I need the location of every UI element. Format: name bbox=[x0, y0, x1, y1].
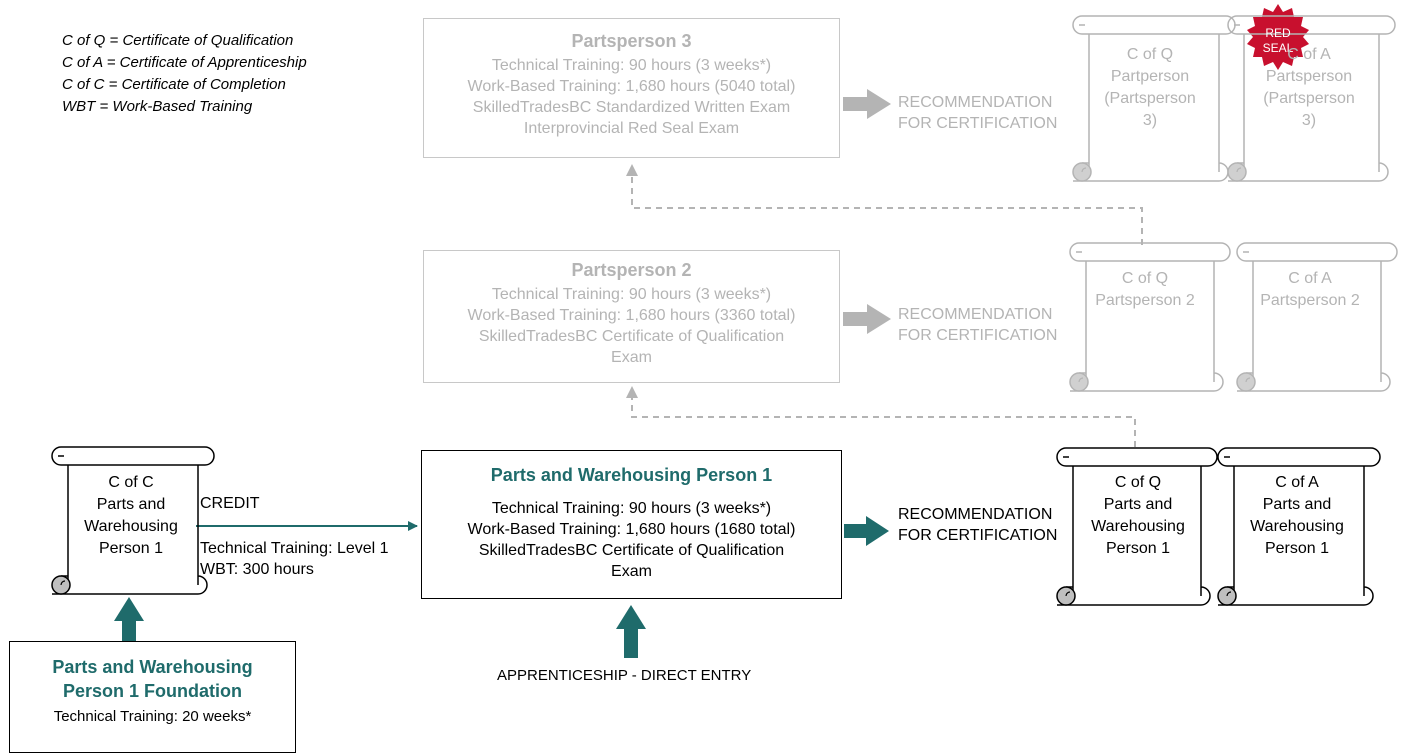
legend-item: WBT = Work-Based Training bbox=[62, 98, 253, 115]
scroll-line: Warehousing bbox=[1250, 518, 1344, 535]
level3-recommendation: RECOMMENDATION FOR CERTIFICATION bbox=[898, 92, 1057, 134]
legend-item: C of A = Certificate of Apprenticeship bbox=[62, 54, 307, 71]
legend: C of Q = Certificate of Qualification C … bbox=[62, 30, 307, 118]
red-seal-label: RED SEAL bbox=[1258, 26, 1298, 56]
level2-cofq-text: C of Q Partsperson 2 bbox=[1080, 268, 1210, 312]
level3-title: Partsperson 3 bbox=[571, 31, 692, 51]
level3-cofa-scroll bbox=[1227, 15, 1396, 182]
up-arrow-foundation bbox=[114, 597, 144, 641]
scroll-line: Person 1 bbox=[1264, 540, 1330, 557]
level3-box: Partsperson 3 Technical Training: 90 hou… bbox=[423, 18, 840, 158]
scroll-line: C of A bbox=[1288, 270, 1332, 287]
level1-box: Parts and Warehousing Person 1 Technical… bbox=[421, 450, 842, 599]
cofc-text: C of C Parts and Warehousing Person 1 bbox=[68, 472, 194, 560]
level1-cofq-scroll-curl-inner bbox=[1065, 591, 1071, 597]
level3-cofq-text: C of Q Partperson (Partsperson 3) bbox=[1086, 44, 1214, 132]
level3-cofq-scroll-curl-inner bbox=[1081, 167, 1087, 173]
dashed-connector-level1-to-level2 bbox=[626, 386, 1136, 447]
level2-cofq-scroll bbox=[1069, 242, 1231, 392]
cofc-scroll-curl-inner bbox=[60, 580, 66, 586]
level2-box: Partsperson 2 Technical Training: 90 hou… bbox=[423, 250, 840, 383]
recommendation-line: FOR CERTIFICATION bbox=[898, 327, 1058, 344]
level3-line: Work-Based Training: 1,680 hours (5040 t… bbox=[467, 78, 796, 95]
recommendation-line: RECOMMENDATION bbox=[898, 94, 1053, 111]
credit-details: Technical Training: Level 1 WBT: 300 hou… bbox=[200, 538, 389, 580]
level2-line: Exam bbox=[611, 349, 652, 366]
level2-line: Technical Training: 90 hours (3 weeks*) bbox=[491, 286, 772, 303]
scroll-line: C of Q bbox=[1121, 270, 1169, 287]
scroll-line: Partsperson 2 bbox=[1260, 292, 1360, 309]
scroll-line: Parts and bbox=[1262, 496, 1332, 513]
up-arrow-direct-entry bbox=[616, 605, 646, 658]
foundation-title-line: Parts and Warehousing bbox=[52, 657, 253, 677]
level2-recommendation: RECOMMENDATION FOR CERTIFICATION bbox=[898, 304, 1057, 346]
direct-entry-label: APPRENTICESHIP - DIRECT ENTRY bbox=[497, 667, 752, 684]
red-seal-line: SEAL bbox=[1262, 41, 1294, 55]
foundation-title: Parts and Warehousing Person 1 Foundatio… bbox=[10, 655, 295, 703]
red-seal-line: RED bbox=[1265, 26, 1291, 40]
legend-item: C of Q = Certificate of Qualification bbox=[62, 32, 294, 49]
level3-cofa-text: C of A Partsperson (Partsperson 3) bbox=[1245, 44, 1373, 132]
scroll-line: Warehousing bbox=[84, 518, 178, 535]
foundation-line: Technical Training: 20 weeks* bbox=[53, 708, 252, 725]
level1-cofa-text: C of A Parts and Warehousing Person 1 bbox=[1232, 472, 1362, 560]
scroll-line: Parts and bbox=[96, 496, 166, 513]
scroll-line: (Partsperson bbox=[1104, 90, 1196, 107]
scroll-line: 3) bbox=[1142, 112, 1158, 129]
level1-cofa-scroll-curl-inner bbox=[1226, 591, 1232, 597]
scroll-line: C of C bbox=[108, 474, 154, 491]
thick-arrow-level2 bbox=[843, 304, 891, 334]
thick-arrow-level1 bbox=[844, 516, 889, 546]
foundation-title-line: Person 1 Foundation bbox=[62, 681, 242, 701]
recommendation-line: RECOMMENDATION bbox=[898, 306, 1053, 323]
level2-cofa-text: C of A Partsperson 2 bbox=[1245, 268, 1375, 312]
level2-cofq-scroll-curl-inner bbox=[1078, 377, 1084, 383]
level3-cofq-scroll bbox=[1072, 15, 1236, 182]
level2-line: SkilledTradesBC Certificate of Qualifica… bbox=[478, 328, 785, 345]
credit-line: WBT: 300 hours bbox=[200, 561, 314, 578]
recommendation-line: RECOMMENDATION bbox=[898, 506, 1053, 523]
scroll-line: Partsperson bbox=[1265, 68, 1353, 85]
scroll-line: (Partsperson bbox=[1263, 90, 1355, 107]
foundation-box: Parts and Warehousing Person 1 Foundatio… bbox=[9, 641, 296, 753]
recommendation-line: FOR CERTIFICATION bbox=[898, 527, 1058, 544]
level1-cofq-text: C of Q Parts and Warehousing Person 1 bbox=[1073, 472, 1203, 560]
level3-cofa-scroll-curl-inner bbox=[1236, 167, 1242, 173]
level3-line: SkilledTradesBC Standardized Written Exa… bbox=[472, 99, 791, 116]
level2-line: Work-Based Training: 1,680 hours (3360 t… bbox=[467, 307, 796, 324]
level2-cofa-scroll bbox=[1236, 242, 1398, 392]
level2-cofa-scroll-curl-inner bbox=[1245, 377, 1251, 383]
scroll-line: Person 1 bbox=[98, 540, 164, 557]
level1-line: Work-Based Training: 1,680 hours (1680 t… bbox=[467, 521, 796, 538]
level3-line: Technical Training: 90 hours (3 weeks*) bbox=[491, 57, 772, 74]
level1-line: SkilledTradesBC Certificate of Qualifica… bbox=[478, 542, 785, 559]
recommendation-line: FOR CERTIFICATION bbox=[898, 115, 1058, 132]
level2-title: Partsperson 2 bbox=[571, 260, 692, 280]
scroll-line: C of A bbox=[1287, 46, 1331, 63]
level3-line: Interprovincial Red Seal Exam bbox=[523, 120, 740, 137]
level1-title: Parts and Warehousing Person 1 bbox=[490, 465, 773, 485]
credit-label: CREDIT bbox=[200, 495, 260, 512]
dashed-connector-level2-to-level3 bbox=[626, 164, 1143, 245]
scroll-line: Parts and bbox=[1103, 496, 1173, 513]
scroll-line: 3) bbox=[1301, 112, 1317, 129]
cofc-scroll bbox=[51, 446, 215, 595]
scroll-line: C of A bbox=[1275, 474, 1319, 491]
thick-arrow-level3 bbox=[843, 89, 891, 119]
red-seal-icon bbox=[1247, 4, 1309, 70]
scroll-line: Person 1 bbox=[1105, 540, 1171, 557]
level1-cofq-scroll bbox=[1056, 447, 1218, 606]
credit-line: Technical Training: Level 1 bbox=[200, 540, 389, 557]
scroll-line: C of Q bbox=[1126, 46, 1174, 63]
scroll-line: Warehousing bbox=[1091, 518, 1185, 535]
legend-item: C of C = Certificate of Completion bbox=[62, 76, 286, 93]
scroll-line: C of Q bbox=[1114, 474, 1162, 491]
level1-line: Technical Training: 90 hours (3 weeks*) bbox=[491, 500, 772, 517]
level1-line: Exam bbox=[611, 563, 652, 580]
scroll-line: Partsperson 2 bbox=[1095, 292, 1195, 309]
level1-recommendation: RECOMMENDATION FOR CERTIFICATION bbox=[898, 504, 1057, 546]
level1-cofa-scroll bbox=[1217, 447, 1381, 606]
scroll-line: Partperson bbox=[1110, 68, 1190, 85]
